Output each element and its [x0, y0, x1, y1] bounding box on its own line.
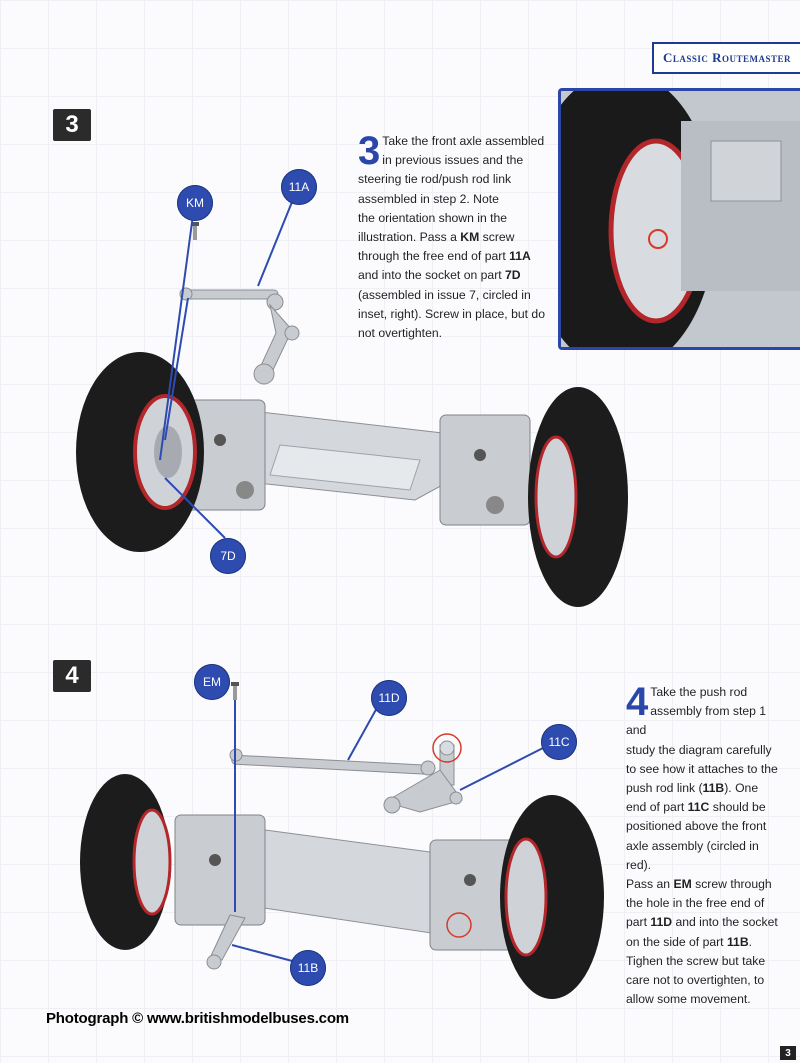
page-number: 3	[780, 1046, 796, 1060]
step-3-illustration	[76, 201, 628, 607]
step-4-text-line: the hole in the free end of	[626, 896, 765, 911]
step-4-text-line: positioned above the front	[626, 819, 767, 834]
step-3-text: Take the front axle assembled in previous…	[358, 132, 554, 343]
step-4-text-line: assembly from step 1 and	[626, 704, 767, 738]
callout-7d: 7D	[210, 538, 246, 574]
front-axle-drawing-step4	[174, 814, 531, 951]
callout-11d: 11D	[371, 680, 407, 716]
step-4-text-line: Tighen the screw but take	[626, 953, 766, 968]
step-3-text-line: in previous issues and the	[382, 153, 524, 168]
part-11d-drawing	[229, 748, 436, 776]
callout-11c: 11C	[541, 724, 577, 760]
callout-em: EM	[194, 664, 230, 700]
step-3-text-part-code: 7D	[505, 268, 521, 283]
step-4-text-part-code: 11D	[650, 915, 673, 930]
front-axle-drawing	[184, 399, 531, 526]
step-3-text-line: steering tie rod/push rod link	[358, 172, 512, 187]
step-4-text-line: on the side of part 11B.	[626, 934, 753, 949]
step-4-text-line: Pass an EM screw through	[626, 877, 772, 892]
step-4-text-part-code: 11B	[726, 934, 749, 949]
step-4-instructions: 4 Take the push rod assembly from step 1 …	[626, 680, 786, 1009]
step-3-text-line: (assembled in issue 7, circled in	[358, 287, 531, 302]
step-4-text-part-code: 11C	[687, 800, 710, 815]
inset-drawing	[561, 91, 800, 347]
highlight-circle-11c	[432, 733, 462, 763]
step-4-text-line: push rod link (11B). One	[626, 781, 759, 796]
step-3-text-part-code: KM	[460, 230, 480, 245]
callout-11b: 11B	[290, 950, 326, 986]
callout-11a: 11A	[281, 169, 317, 205]
step-4-dropcap: 4	[626, 680, 649, 724]
step-3-badge: 3	[53, 109, 91, 141]
inset-detail-photo	[558, 88, 800, 350]
step-3-text-line: illustration. Pass a KM screw	[358, 230, 515, 245]
photo-credit: Photograph © www.britishmodelbuses.com	[46, 1010, 349, 1027]
step-3-text-line: assembled in step 2. Note	[358, 191, 499, 206]
em-screw-icon	[231, 682, 239, 700]
step-4-text-part-code: 11B	[702, 781, 725, 796]
step-4-text-line: end of part 11C should be	[626, 800, 766, 815]
right-wheel-drawing	[528, 387, 628, 607]
step-3-text-line: Take the front axle assembled	[382, 134, 545, 148]
right-wheel-drawing-step4	[500, 795, 604, 999]
left-wheel-drawing-step4	[80, 774, 172, 950]
part-11b-drawing	[206, 914, 246, 970]
highlight-circle-axle	[446, 912, 472, 938]
callout-km: KM	[177, 185, 213, 221]
step-4-text-line: part 11D and into the socket	[626, 915, 778, 930]
step-3-text-line: inset, right). Screw in place, but do	[358, 306, 545, 321]
step-4-badge: 4	[53, 660, 91, 692]
km-screw-icon	[191, 222, 199, 240]
part-11c-drawing	[383, 740, 463, 814]
step-3-text-line: the orientation shown in the	[358, 210, 508, 225]
step-4-text-part-code: EM	[673, 877, 692, 892]
step-3-dropcap: 3	[358, 129, 381, 173]
part-11a-drawing	[179, 287, 300, 385]
step-4-text-line: study the diagram carefully	[626, 742, 772, 757]
step-3-text-line: through the free end of part 11A	[358, 249, 531, 264]
step-4-text-line: allow some movement.	[626, 992, 751, 1007]
step-3-text-line: and into the socket on part 7D	[358, 268, 521, 283]
series-title-tab: Classic Routemaster	[652, 42, 800, 74]
step-3-instructions: 3 Take the front axle assembled in previo…	[358, 129, 554, 343]
step-4-text-line: axle assembly (circled in red).	[626, 838, 759, 872]
step-3-text-part-code: 11A	[509, 249, 531, 264]
step-4-text-line: care not to overtighten, to	[626, 973, 765, 988]
step-4-text-line: to see how it attaches to the	[626, 761, 778, 776]
step-4-text-line: Take the push rod	[650, 685, 748, 699]
step-3-text-line: not overtighten.	[358, 326, 443, 341]
step-4-text: Take the push rod assembly from step 1 an…	[626, 683, 786, 1009]
